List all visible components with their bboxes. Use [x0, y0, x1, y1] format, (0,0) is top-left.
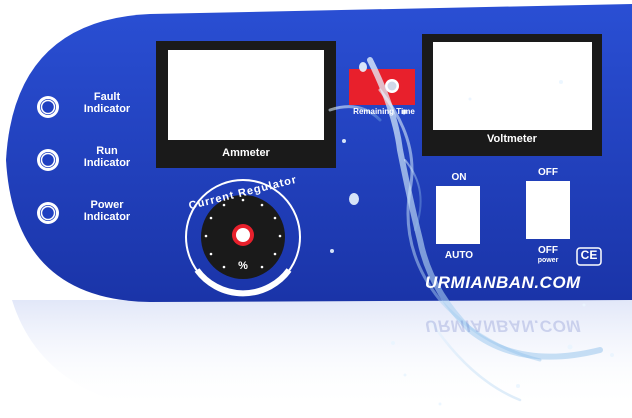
run-label-line1: Run — [96, 145, 118, 157]
indicator-light-power — [37, 202, 59, 224]
panel-reflection — [12, 300, 632, 410]
indicator-light-fault — [37, 96, 59, 118]
ce-badge — [576, 247, 602, 266]
ce-mark: CE — [580, 248, 598, 262]
switch-off-power — [526, 181, 570, 239]
switch-auto-on — [436, 186, 480, 244]
timer-label: Remaining Time — [353, 107, 415, 116]
water-splash — [328, 57, 603, 402]
fault-label-line1: Fault — [93, 91, 121, 103]
water-drops — [330, 62, 614, 406]
fault-indicator-label: Fault Indicator — [67, 91, 147, 115]
voltmeter-label: Voltmeter — [487, 133, 537, 145]
run-indicator-label: Run Indicator — [67, 145, 147, 169]
regulator-unit: % — [238, 260, 248, 272]
brand-text: URMIANBAN.COM — [425, 273, 581, 292]
indicator-light-run — [37, 149, 59, 171]
power-indicator-label: Power Indicator — [67, 199, 147, 223]
switch-off-label: OFF — [538, 167, 558, 178]
fault-label-line2: Indicator — [83, 103, 131, 116]
voltmeter-frame — [422, 34, 602, 156]
run-label-line2: Indicator — [83, 157, 131, 170]
power-label-line1: Power — [90, 199, 124, 211]
switch-auto-label: AUTO — [444, 250, 474, 261]
switch-power-label: power — [537, 257, 559, 264]
switch-off2-label: OFF — [538, 245, 558, 256]
brand-reflection: URMIANBAN.COM — [425, 316, 581, 336]
current-regulator-dial — [185, 179, 301, 297]
ammeter-frame — [156, 41, 336, 168]
switch-on-label: ON — [451, 172, 467, 183]
ammeter-label: Ammeter — [222, 147, 270, 159]
power-label-line2: Indicator — [83, 211, 131, 224]
